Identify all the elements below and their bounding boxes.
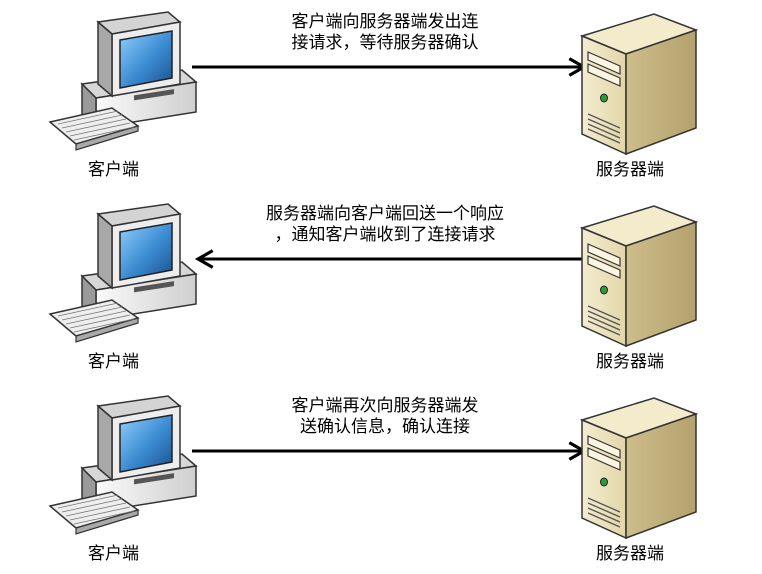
arrow-right-icon bbox=[192, 57, 588, 77]
step-message: 客户端再次向服务器端发 送确认信息，确认连接 bbox=[220, 396, 550, 438]
arrow-right-icon bbox=[192, 441, 588, 461]
arrow-left-icon bbox=[194, 249, 590, 269]
handshake-step-3: 客户端 客户端再次向服务器端发 送确认信息，确认连接 服务器端 bbox=[0, 384, 762, 574]
client-label: 客户端 bbox=[88, 352, 139, 372]
desktop-computer-icon bbox=[42, 388, 202, 538]
desktop-computer-icon bbox=[42, 4, 202, 154]
server-label: 服务器端 bbox=[596, 352, 664, 372]
handshake-step-1: 客户端 客户端向服务器端发出连 接请求，等待服务器确认 服务器端 bbox=[0, 0, 762, 190]
server-tower-icon bbox=[574, 200, 704, 350]
desktop-computer-icon bbox=[42, 196, 202, 346]
step-message-line-1: 服务器端向客户端回送一个响应 bbox=[266, 204, 504, 224]
step-message-line-2: 送确认信息，确认连接 bbox=[300, 417, 470, 437]
step-message-line-1: 客户端再次向服务器端发 bbox=[291, 396, 479, 416]
step-message-line-2: ，通知客户端收到了连接请求 bbox=[274, 225, 496, 245]
handshake-step-2: 客户端 服务器端向客户端回送一个响应 ，通知客户端收到了连接请求 服务器端 bbox=[0, 192, 762, 382]
client-label: 客户端 bbox=[88, 160, 139, 180]
step-message-line-1: 客户端向服务器端发出连 bbox=[291, 12, 479, 32]
step-message-line-2: 接请求，等待服务器确认 bbox=[291, 33, 479, 53]
step-message: 服务器端向客户端回送一个响应 ，通知客户端收到了连接请求 bbox=[220, 204, 550, 246]
step-message: 客户端向服务器端发出连 接请求，等待服务器确认 bbox=[220, 12, 550, 54]
client-label: 客户端 bbox=[88, 544, 139, 564]
server-label: 服务器端 bbox=[596, 544, 664, 564]
server-tower-icon bbox=[574, 8, 704, 158]
server-label: 服务器端 bbox=[596, 160, 664, 180]
server-tower-icon bbox=[574, 392, 704, 542]
